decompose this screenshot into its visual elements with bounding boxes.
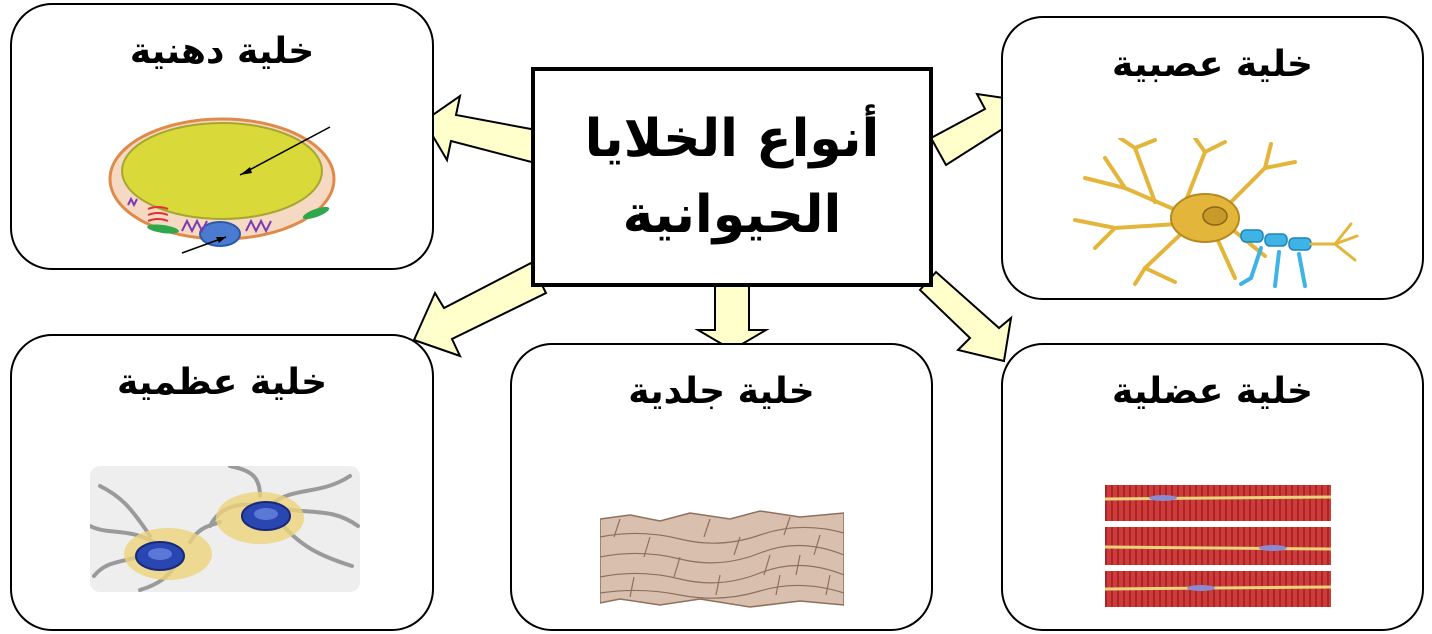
center-title-line-1: أنواع الخلايا: [584, 109, 880, 169]
bone-cell-box: خلية عظمية: [10, 334, 434, 631]
fat-cell-illustration: [108, 117, 336, 254]
bone-cell-illustration: [90, 466, 360, 592]
center-title-line-2: الحيوانية: [622, 185, 842, 245]
muscle-cell-box: خلية عضلية: [1001, 343, 1424, 631]
bone-cell-label: خلية عظمية: [116, 362, 328, 403]
skin-cell-illustration: [600, 510, 844, 608]
fat-cell-label: خلية دهنية: [129, 31, 315, 72]
fat-cell-box: خلية دهنية: [10, 3, 434, 270]
arrow-to-bone-cell: [412, 261, 548, 358]
muscle-cell-illustration: [1105, 485, 1331, 607]
arrow-to-muscle-cell: [918, 270, 1013, 363]
muscle-cell-label: خلية عضلية: [1112, 371, 1313, 412]
skin-cell-label: خلية جلدية: [628, 371, 815, 412]
nerve-cell-illustration: [1073, 138, 1359, 288]
arrow-to-fat-cell: [422, 93, 549, 167]
nerve-cell-label: خلية عصبية: [1112, 44, 1313, 85]
center-title-box: أنواع الخلايا الحيوانية: [531, 67, 933, 287]
nerve-cell-box: خلية عصبية: [1001, 16, 1424, 300]
skin-cell-box: خلية جلدية: [510, 343, 933, 631]
